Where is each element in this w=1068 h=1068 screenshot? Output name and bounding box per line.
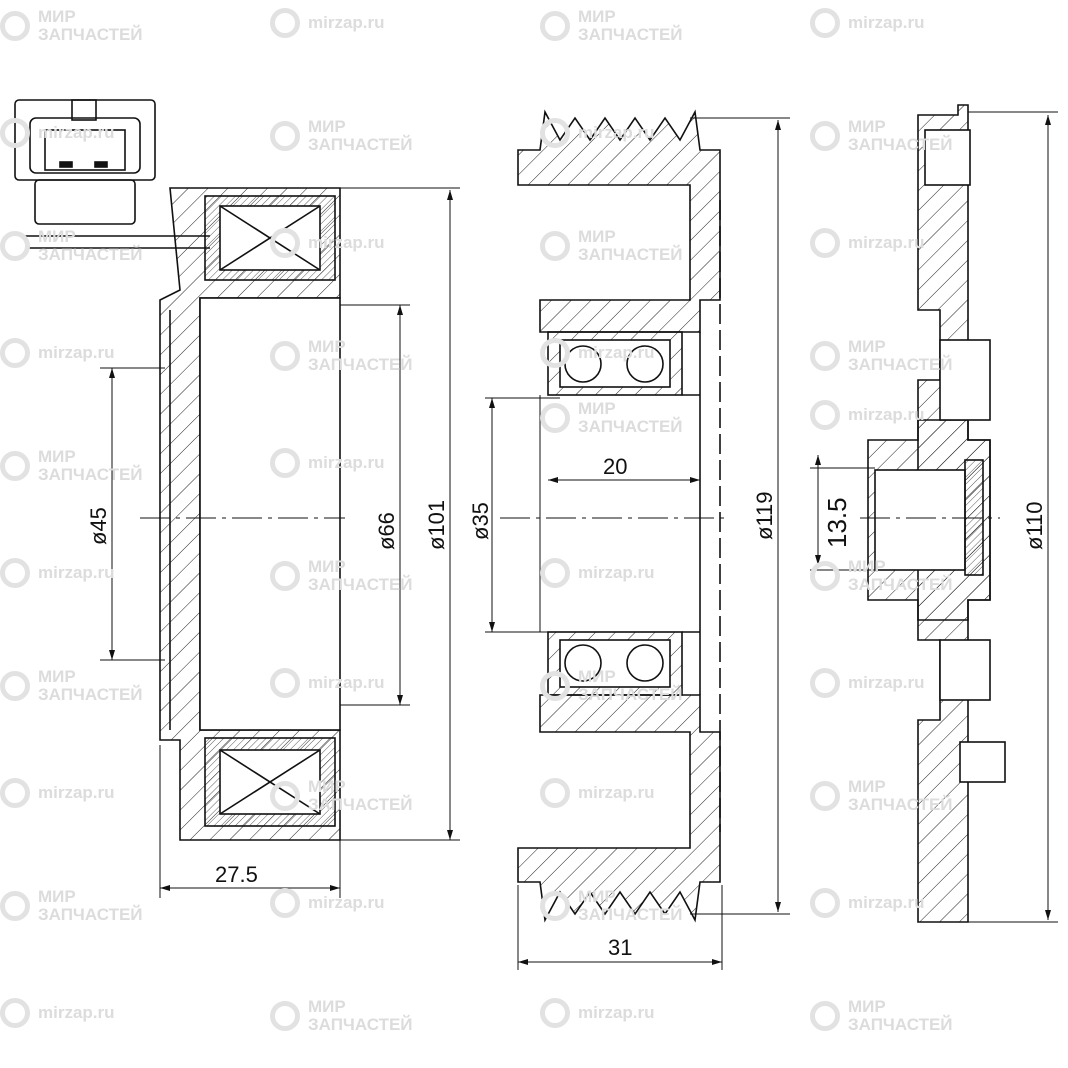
dim-o66: ø66 <box>374 512 399 550</box>
dim-13-5: 13.5 <box>822 497 852 548</box>
dim-o101: ø101 <box>424 500 449 550</box>
dim-o35: ø35 <box>468 502 493 540</box>
dimension-labels: ø45 ø66 ø101 27.5 ø35 20 ø119 31 13.5 ø1… <box>86 454 1047 960</box>
connector-socket <box>44 129 126 171</box>
dim-27-5: 27.5 <box>215 862 258 887</box>
electromagnetic-coil-view <box>14 99 345 841</box>
dim-20: 20 <box>603 454 627 479</box>
dim-o110: ø110 <box>1022 501 1047 550</box>
connector-body <box>14 99 156 181</box>
dim-o119: ø119 <box>752 491 777 540</box>
pulley-view <box>500 109 730 923</box>
clutch-hub-plate-view <box>860 104 1006 923</box>
dim-o45: ø45 <box>86 507 111 545</box>
dim-31: 31 <box>608 935 632 960</box>
